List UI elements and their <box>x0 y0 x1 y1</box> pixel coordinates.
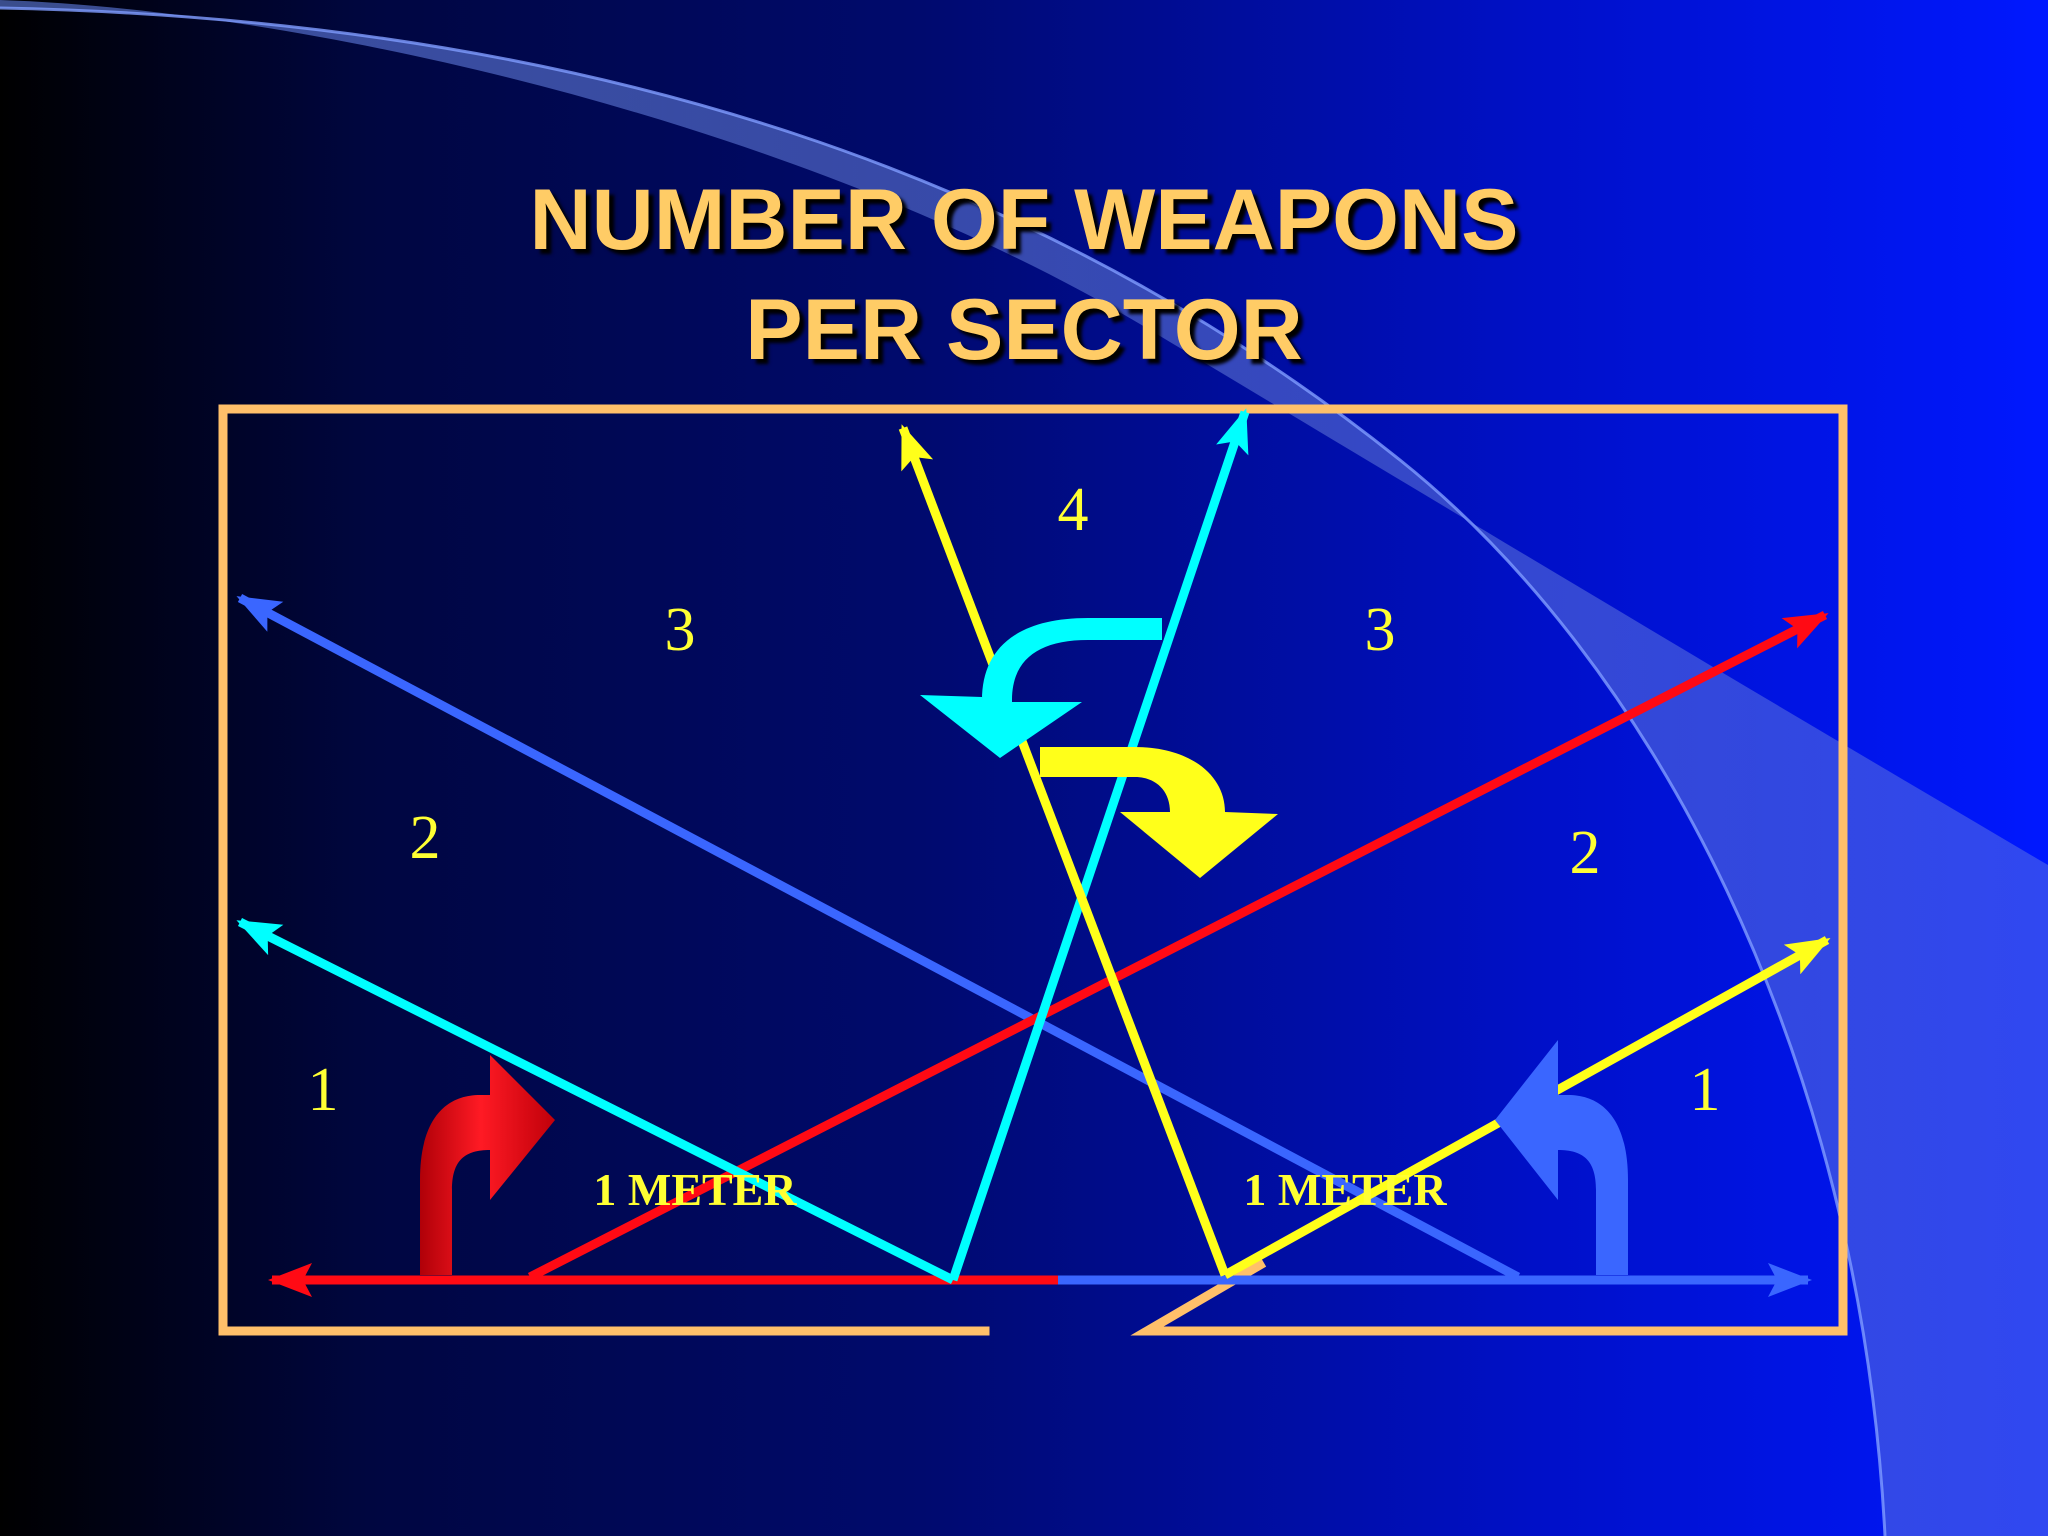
blue-turn-arrow-icon <box>1495 1040 1628 1275</box>
yellow-sector-line-center <box>898 424 1230 1277</box>
red-sector-line <box>527 610 1829 1282</box>
title-line-1: NUMBER OF WEAPONS <box>529 172 1519 268</box>
slide-title: NUMBER OF WEAPONS PER SECTOR <box>0 165 2048 385</box>
frame-left-part <box>218 404 1848 1336</box>
sector-label-left-1: 1 <box>308 1056 339 1124</box>
position-frame <box>218 404 1848 1336</box>
title-line-2: PER SECTOR <box>745 282 1303 378</box>
sector-label-left-2: 2 <box>410 804 441 872</box>
yellow-turn-arrow-icon <box>1040 747 1278 878</box>
distance-label-left: 1 METER <box>593 1164 797 1215</box>
cyan-sector-line-center <box>948 408 1250 1282</box>
sector-label-right-1: 1 <box>1690 1056 1721 1124</box>
cyan-turn-arrow-icon <box>920 618 1162 758</box>
cyan-sector-line-left <box>236 917 956 1285</box>
distance-label-right: 1 METER <box>1243 1164 1447 1215</box>
red-turn-arrow-icon <box>420 1055 555 1275</box>
swoosh-edge <box>0 6 1887 1536</box>
sector-label-left-3: 3 <box>665 596 696 664</box>
sector-label-center-4: 4 <box>1058 476 1089 544</box>
blue-sector-line <box>236 594 1521 1281</box>
sector-label-right-2: 2 <box>1570 819 1601 887</box>
sector-label-right-3: 3 <box>1365 596 1396 664</box>
frame-right-part <box>1130 1258 1848 1336</box>
